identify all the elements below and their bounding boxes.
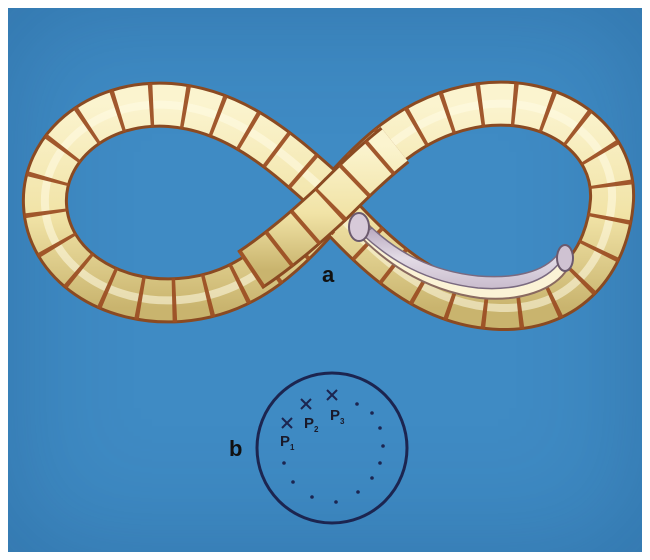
figure-eight-tube: a <box>45 104 612 308</box>
point-label-p2: P2 <box>304 415 319 434</box>
cross-mark-1 <box>282 418 292 428</box>
cross-mark-3 <box>327 390 337 400</box>
label-a: a <box>322 262 335 287</box>
point-label-p1: P1 <box>280 433 295 452</box>
point-label-p3: P3 <box>330 407 345 426</box>
cross-mark-2 <box>301 399 311 409</box>
figure-b-diagram: P1 P2 P3 b <box>229 373 407 523</box>
label-b: b <box>229 436 242 461</box>
